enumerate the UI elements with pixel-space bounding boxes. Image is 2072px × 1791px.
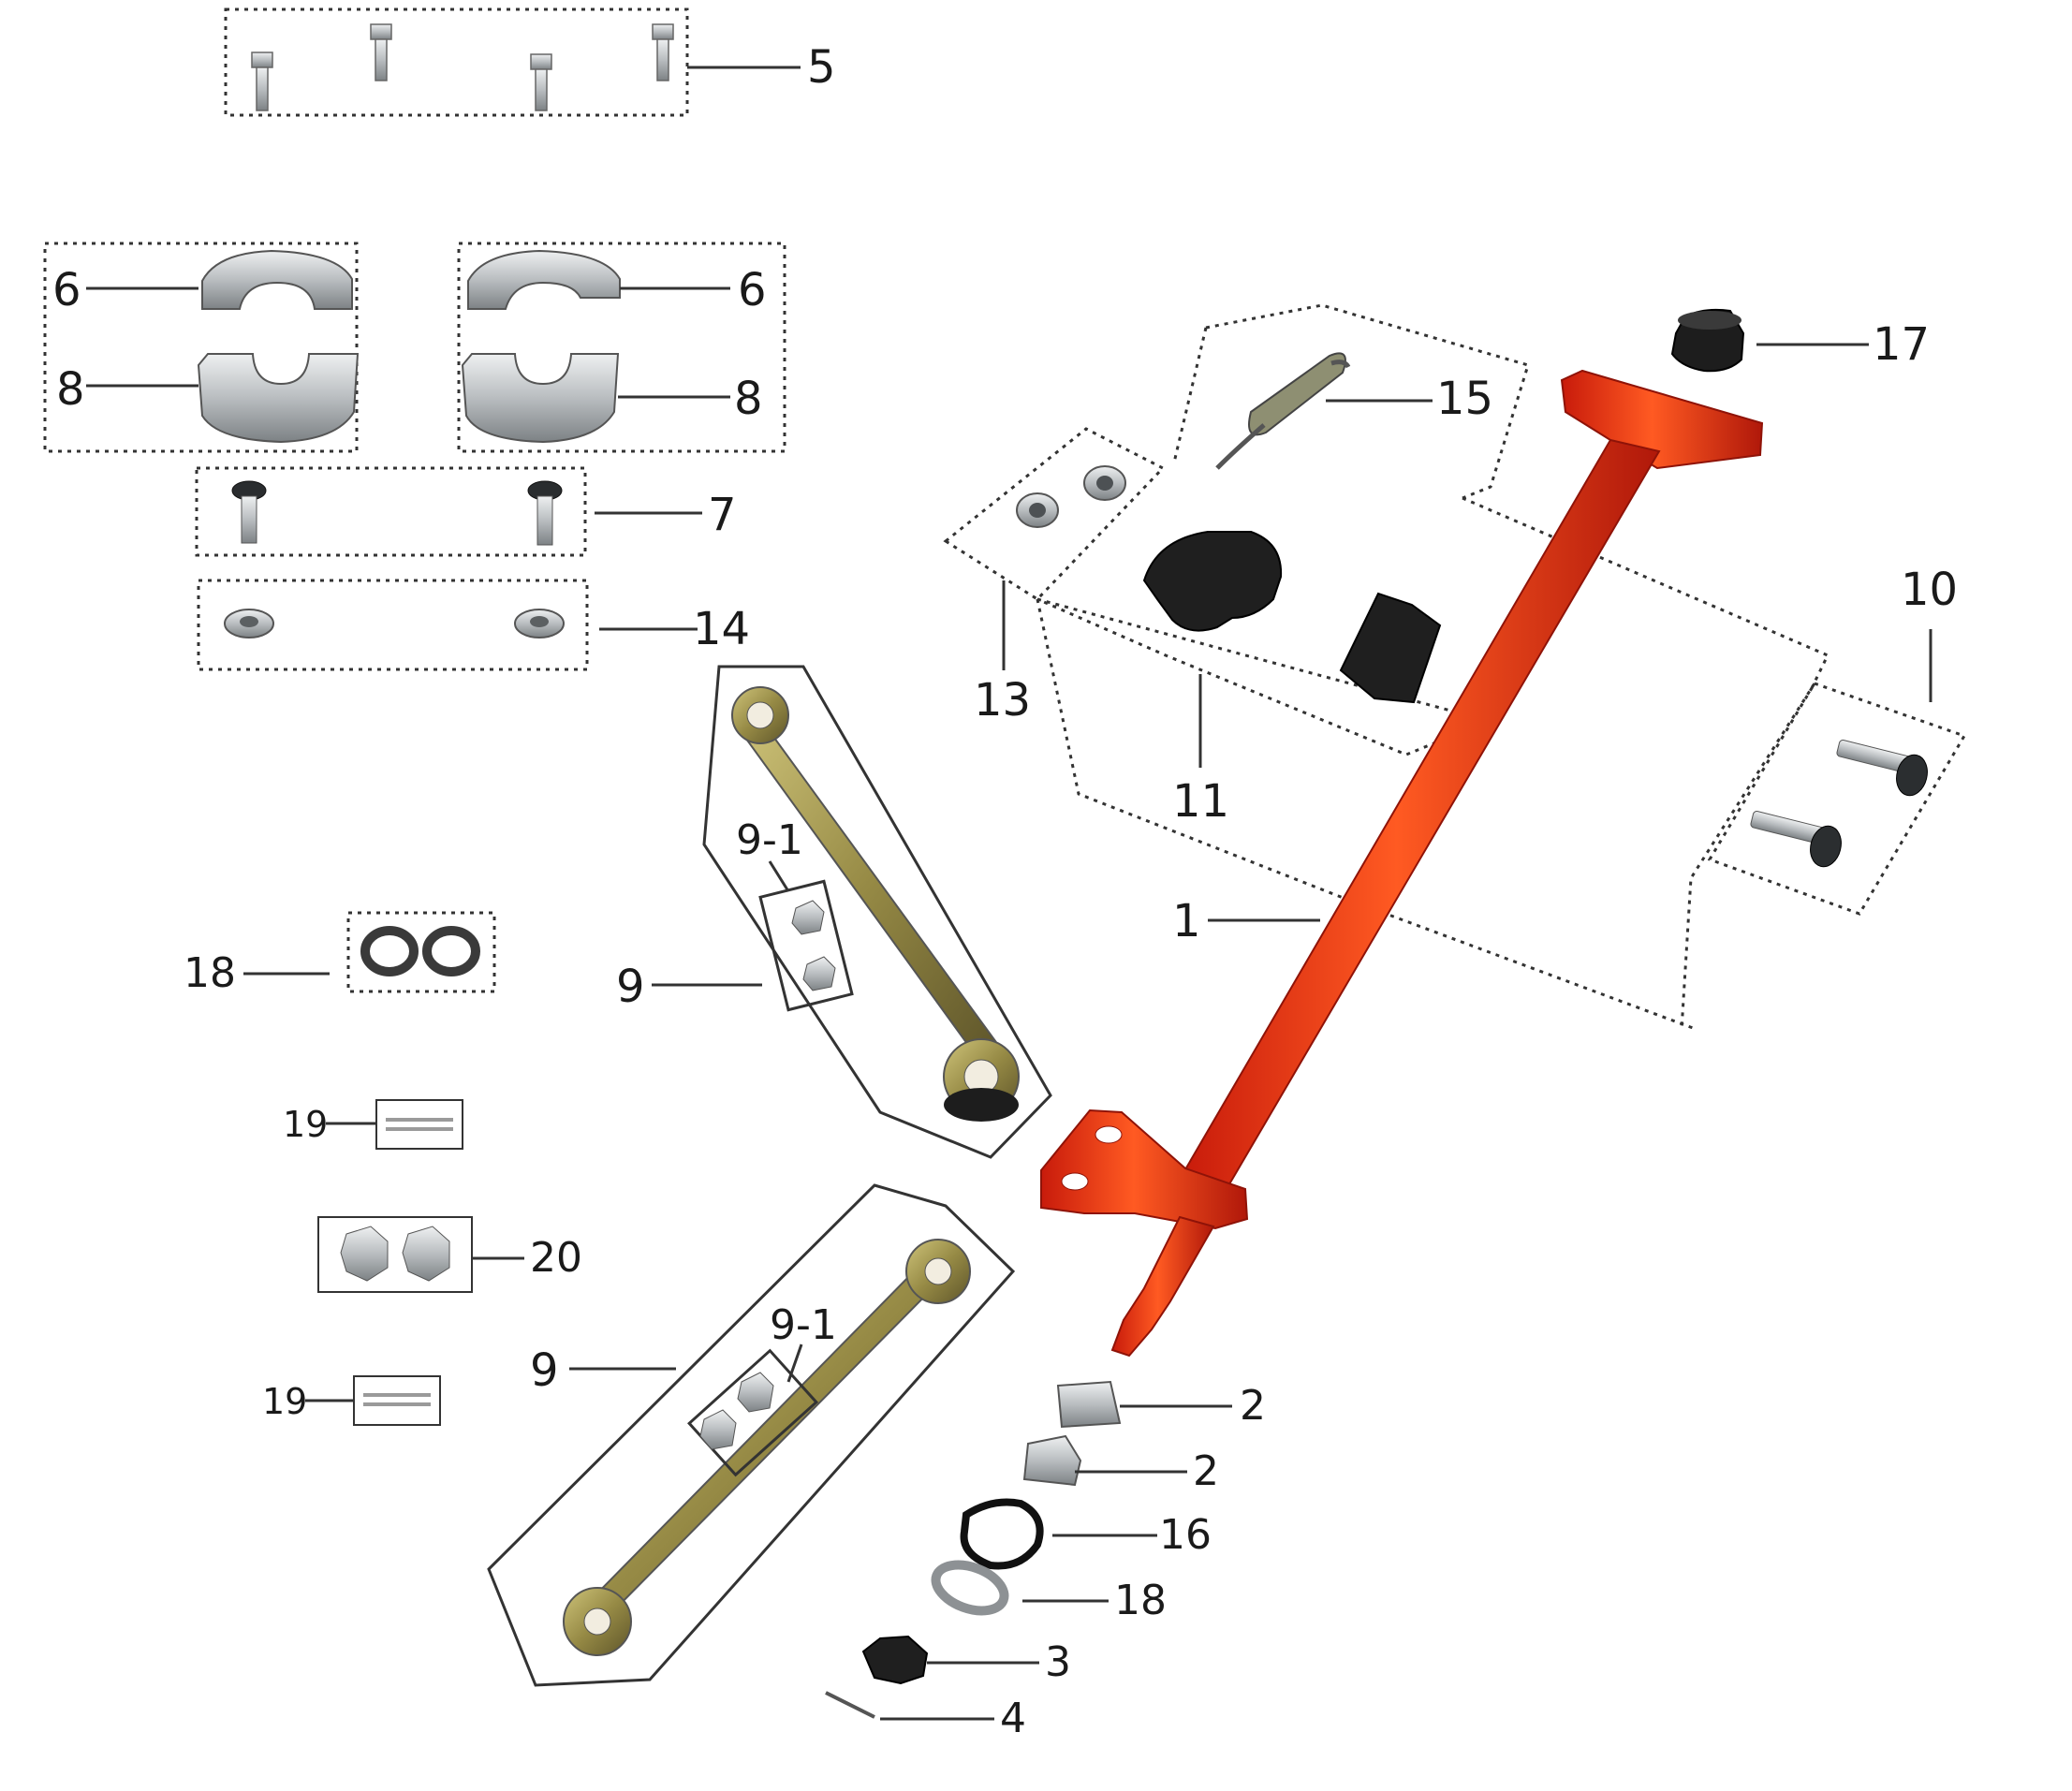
- callout-19-upper: 19: [283, 1104, 329, 1145]
- callout-9-lower: 9: [530, 1344, 559, 1397]
- seal-ring-16: [960, 1498, 1157, 1570]
- callout-14: 14: [693, 603, 751, 655]
- callout-9-upper: 9: [616, 961, 645, 1013]
- nut-set-13: [1002, 465, 1126, 670]
- callout-10: 10: [1901, 564, 1959, 616]
- tie-rod-9-upper: [652, 665, 1052, 1159]
- bolt-set-7: [195, 466, 702, 557]
- hook-plate-15: [1215, 352, 1433, 470]
- callout-6-right: 6: [738, 264, 767, 316]
- group-box-clamp-right: [457, 242, 786, 453]
- washer-set-18-left: [243, 911, 496, 993]
- bolt-set-5: [224, 7, 801, 117]
- callout-15: 15: [1436, 373, 1494, 425]
- tie-rod-9-lower-outline: [487, 1183, 1016, 1687]
- callout-17: 17: [1873, 318, 1931, 371]
- group-box-7: [195, 466, 587, 557]
- group-box-14: [197, 579, 589, 671]
- bushing-2-lower: [1022, 1434, 1187, 1487]
- group-box-5: [224, 7, 689, 117]
- shaft-pitman-arm: [1040, 1108, 1249, 1230]
- shaft-top-plate: [1560, 369, 1764, 470]
- rubber-cap-17: [1670, 308, 1869, 373]
- callout-8-right: 8: [734, 373, 763, 425]
- clamp-lower-8-left: [197, 353, 360, 444]
- cotter-pin-4: [825, 1691, 994, 1721]
- cotter-pin-19-lower: [305, 1375, 441, 1426]
- callout-8-left: 8: [56, 363, 85, 416]
- callout-3: 3: [1045, 1638, 1071, 1686]
- clamp-lower-8-right: [461, 353, 620, 444]
- group-box-19-upper: [375, 1099, 463, 1150]
- clamp-assembly-right: [457, 242, 786, 453]
- callout-5: 5: [807, 41, 836, 94]
- group-box-clamp-left: [43, 242, 359, 453]
- tie-rod-9-lower: [487, 1183, 1016, 1687]
- callout-2-upper: 2: [1240, 1382, 1266, 1430]
- nut-set-14: [197, 579, 698, 671]
- bushing-set-11: [1142, 531, 1442, 768]
- leader-9-1-upper: [768, 860, 790, 892]
- callout-11: 11: [1172, 775, 1230, 828]
- washer-18-lower: [931, 1560, 1109, 1616]
- clamp-upper-6-left: [201, 249, 353, 310]
- bolt-set-10: [1750, 629, 1932, 868]
- callout-16: 16: [1159, 1511, 1212, 1559]
- castle-nut-3: [861, 1635, 1039, 1685]
- cotter-pin-19-upper: [326, 1099, 463, 1150]
- callout-9-1-upper: 9-1: [736, 816, 803, 864]
- castle-nut-set-20: [317, 1216, 524, 1293]
- bushing-2-upper: [1056, 1380, 1232, 1429]
- callout-9-1-lower: 9-1: [770, 1301, 837, 1349]
- callout-18-lower: 18: [1114, 1577, 1167, 1624]
- clamp-assembly-left: [43, 242, 360, 453]
- clamp-upper-6-right: [467, 249, 621, 310]
- callout-6-left: 6: [52, 264, 81, 316]
- callout-4: 4: [1000, 1695, 1026, 1742]
- group-box-9-1-upper: [758, 879, 854, 1012]
- steering-shaft-1: [1040, 369, 1764, 1358]
- tie-rod-9-upper-outline: [702, 665, 1052, 1159]
- callout-7: 7: [708, 489, 737, 541]
- leader-9-1-lower: [786, 1343, 803, 1383]
- callout-2-lower: 2: [1193, 1447, 1219, 1495]
- callout-1: 1: [1172, 895, 1201, 947]
- callout-19-lower: 19: [262, 1381, 308, 1422]
- callout-20: 20: [530, 1234, 582, 1282]
- callout-13: 13: [974, 674, 1032, 727]
- shaft-lower-end: [1110, 1215, 1215, 1358]
- callout-18-left: 18: [184, 949, 236, 997]
